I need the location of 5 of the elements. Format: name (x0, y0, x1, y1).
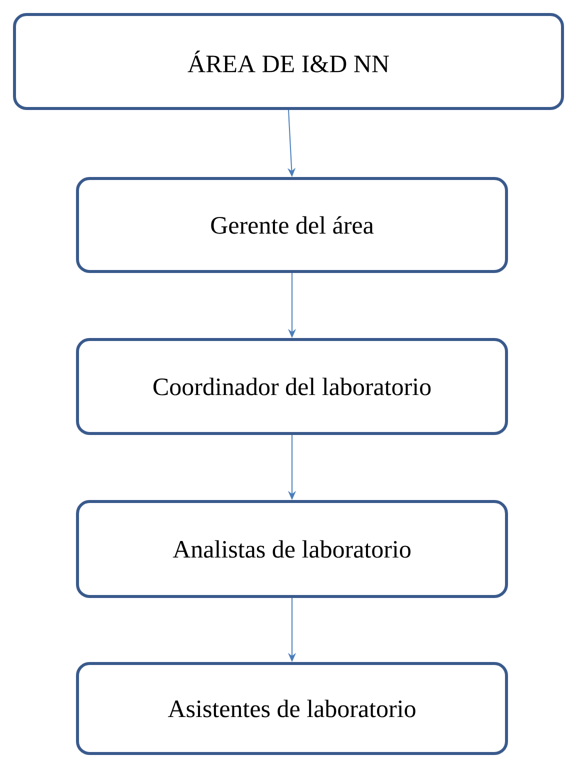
title-box: ÁREA DE I&D NN (13, 13, 564, 110)
role-box: Analistas de laboratorio (76, 500, 508, 598)
role-box: Asistentes de laboratorio (76, 662, 508, 755)
role-box: Coordinador del laboratorio (76, 338, 508, 435)
role-box: Gerente del área (76, 177, 508, 273)
